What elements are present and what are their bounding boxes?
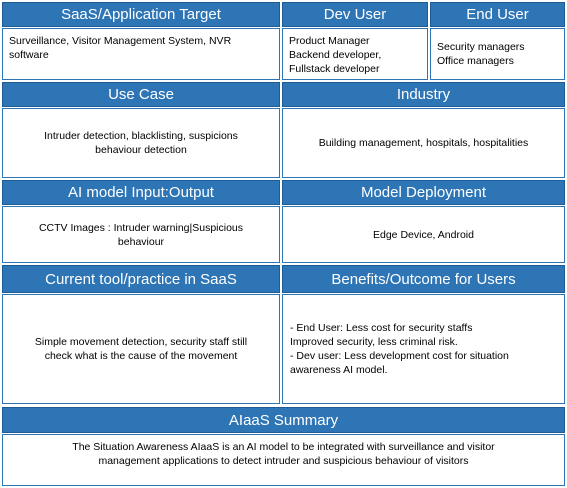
ai-model-io-value: CCTV Images : Intruder warning|Suspiciou… [2, 206, 280, 263]
summary-header: AIaaS Summary [2, 407, 565, 433]
use-case-header: Use Case [2, 82, 280, 107]
dev-user-value: Product Manager Backend developer, Fulls… [282, 28, 428, 80]
model-deployment-value: Edge Device, Android [282, 206, 565, 263]
industry-header: Industry [282, 82, 565, 107]
summary-value: The Situation Awareness AIaaS is an AI m… [2, 434, 565, 486]
benefits-header: Benefits/Outcome for Users [282, 265, 565, 293]
end-user-header: End User [430, 2, 565, 27]
industry-value: Building management, hospitals, hospital… [282, 108, 565, 178]
benefits-value: - End User: Less cost for security staff… [282, 294, 565, 404]
model-deployment-header: Model Deployment [282, 180, 565, 205]
saas-target-header: SaaS/Application Target [2, 2, 280, 27]
ai-model-io-header: AI model Input:Output [2, 180, 280, 205]
current-tool-header: Current tool/practice in SaaS [2, 265, 280, 293]
dev-user-header: Dev User [282, 2, 428, 27]
current-tool-value: Simple movement detection, security staf… [2, 294, 280, 404]
saas-target-value: Surveillance, Visitor Management System,… [2, 28, 280, 80]
end-user-value: Security managers Office managers [430, 28, 565, 80]
use-case-value: Intruder detection, blacklisting, suspic… [2, 108, 280, 178]
